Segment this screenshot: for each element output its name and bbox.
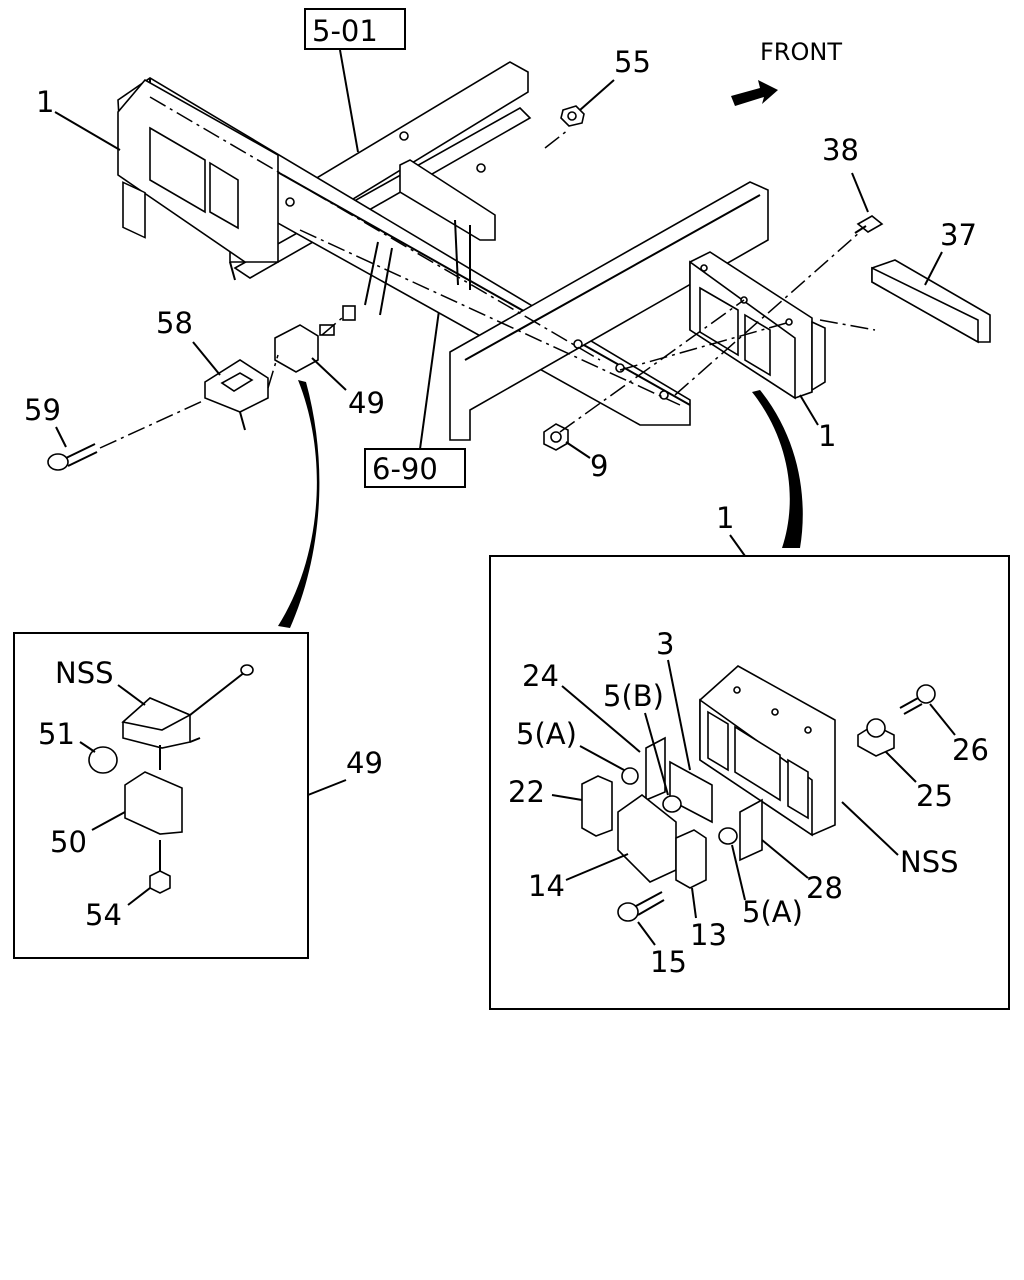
- leader-1-left: [54, 111, 121, 151]
- detail-1-26-leader: [929, 703, 956, 736]
- leader-58: [192, 341, 221, 376]
- detail-1-3-leader: [667, 659, 691, 771]
- nut-9: [543, 423, 569, 451]
- detail-1-title: 1: [716, 501, 734, 535]
- ref-6-90-leader: [419, 295, 442, 450]
- detail-1-pin-5a-bottom: [718, 827, 738, 845]
- callout-55: 55: [614, 45, 651, 79]
- detail-1-22-leader: [551, 794, 583, 801]
- leader-55: [579, 79, 615, 111]
- screw-59: [47, 443, 98, 471]
- detail-1-pin-5b: [662, 795, 682, 813]
- detail-49-bracket: [124, 745, 183, 835]
- detail-1-nut-25: [857, 718, 895, 757]
- detail-1-5a-left-leader: [579, 745, 625, 771]
- detail-1-5a-left-label: 5(A): [516, 717, 577, 751]
- ref-box-6-90: [364, 448, 466, 488]
- leader-38: [851, 172, 869, 213]
- detail-1-14-label: 14: [528, 869, 565, 903]
- ref-box-5-01-label: 5-01: [312, 14, 378, 48]
- ref-5-01-leader: [339, 49, 359, 153]
- detail-1-22-label: 22: [508, 775, 545, 809]
- detail-49-bolt-leader: [127, 887, 151, 906]
- leader-1-right: [799, 394, 819, 426]
- detail-1-14-leader: [565, 853, 629, 881]
- detail-49-bolt: [149, 840, 171, 894]
- detail-1-nss: NSS: [900, 845, 959, 879]
- detail-49-bracket-leader: [91, 811, 126, 831]
- detail-49-bracket-label: 50: [50, 825, 87, 859]
- detail-1-5a-bottom-label: 5(A): [742, 895, 803, 929]
- detail-1-25-leader: [885, 751, 917, 783]
- detail-1-3-label: 3: [656, 627, 674, 661]
- detail-1-block-22: [581, 775, 613, 837]
- bracket-58: [204, 359, 269, 431]
- detail-1-housing: [699, 665, 836, 837]
- detail-49-sensor: [121, 664, 254, 749]
- center-bracket: [364, 159, 496, 316]
- detail-1-block-13: [675, 829, 707, 889]
- leader-9: [565, 441, 591, 459]
- callout-1-left: 1: [36, 85, 54, 119]
- detail-1-26-label: 26: [952, 733, 989, 767]
- detail-1-28-label: 28: [806, 871, 843, 905]
- nut-55: [560, 105, 585, 127]
- front-direction-arrow: [731, 80, 778, 106]
- detail-box-49: [13, 632, 309, 959]
- detail-1-plate-3: [669, 760, 713, 824]
- detail-49-title: 49: [346, 746, 383, 780]
- detail-1-24-leader: [561, 685, 641, 753]
- cover-37: [871, 259, 991, 344]
- control-unit-left: [117, 78, 279, 263]
- detail-pointer-1: [752, 390, 803, 548]
- detail-49-cap-label: 51: [38, 717, 75, 751]
- detail-1-5a-bottom-leader: [731, 844, 746, 901]
- leader-49: [311, 357, 347, 391]
- leader-59: [55, 426, 67, 448]
- bolt-38: [854, 215, 884, 234]
- detail-1-nss-leader: [841, 801, 899, 856]
- callout-37: 37: [940, 218, 977, 252]
- detail-1-pin-5a-left: [621, 767, 639, 785]
- detail-49-cap: [88, 746, 118, 774]
- detail-1-title-leader: [729, 534, 746, 557]
- control-unit-right: [689, 251, 826, 400]
- ref-box-6-90-label: 6-90: [372, 452, 438, 486]
- callout-59: 59: [24, 393, 61, 427]
- detail-1-25-label: 25: [916, 779, 953, 813]
- detail-1-15-leader: [637, 921, 656, 946]
- detail-1-gasket-24: [645, 736, 666, 802]
- detail-49-cap-leader: [79, 741, 96, 753]
- detail-pointer-49: [278, 380, 320, 628]
- front-label: FRONT: [760, 38, 842, 66]
- detail-1-15-label: 15: [650, 945, 687, 979]
- detail-49-nss-leader: [117, 684, 146, 706]
- detail-1-28-leader: [761, 839, 809, 879]
- detail-1-bolt-26: [899, 684, 936, 715]
- callout-1-right: 1: [818, 419, 836, 453]
- detail-box-1: [489, 555, 1010, 1010]
- detail-1-5b-label: 5(B): [603, 679, 664, 713]
- callout-38: 38: [822, 133, 859, 167]
- assembly-lines: [99, 96, 876, 449]
- detail-49-title-leader: [307, 779, 347, 796]
- detail-1-13-label: 13: [690, 918, 727, 952]
- callout-9: 9: [590, 449, 608, 483]
- detail-1-gasket-28: [739, 798, 763, 862]
- callout-49: 49: [348, 386, 385, 420]
- callout-58: 58: [156, 306, 193, 340]
- detail-49-nss: NSS: [55, 656, 114, 690]
- leader-37: [924, 251, 943, 286]
- detail-1-24-label: 24: [522, 659, 559, 693]
- detail-1-screw-15: [617, 891, 665, 922]
- detail-1-13-leader: [691, 887, 697, 919]
- detail-49-bolt-label: 54: [85, 898, 122, 932]
- detail-1-5b-leader: [644, 712, 669, 796]
- ref-box-5-01: [304, 8, 406, 50]
